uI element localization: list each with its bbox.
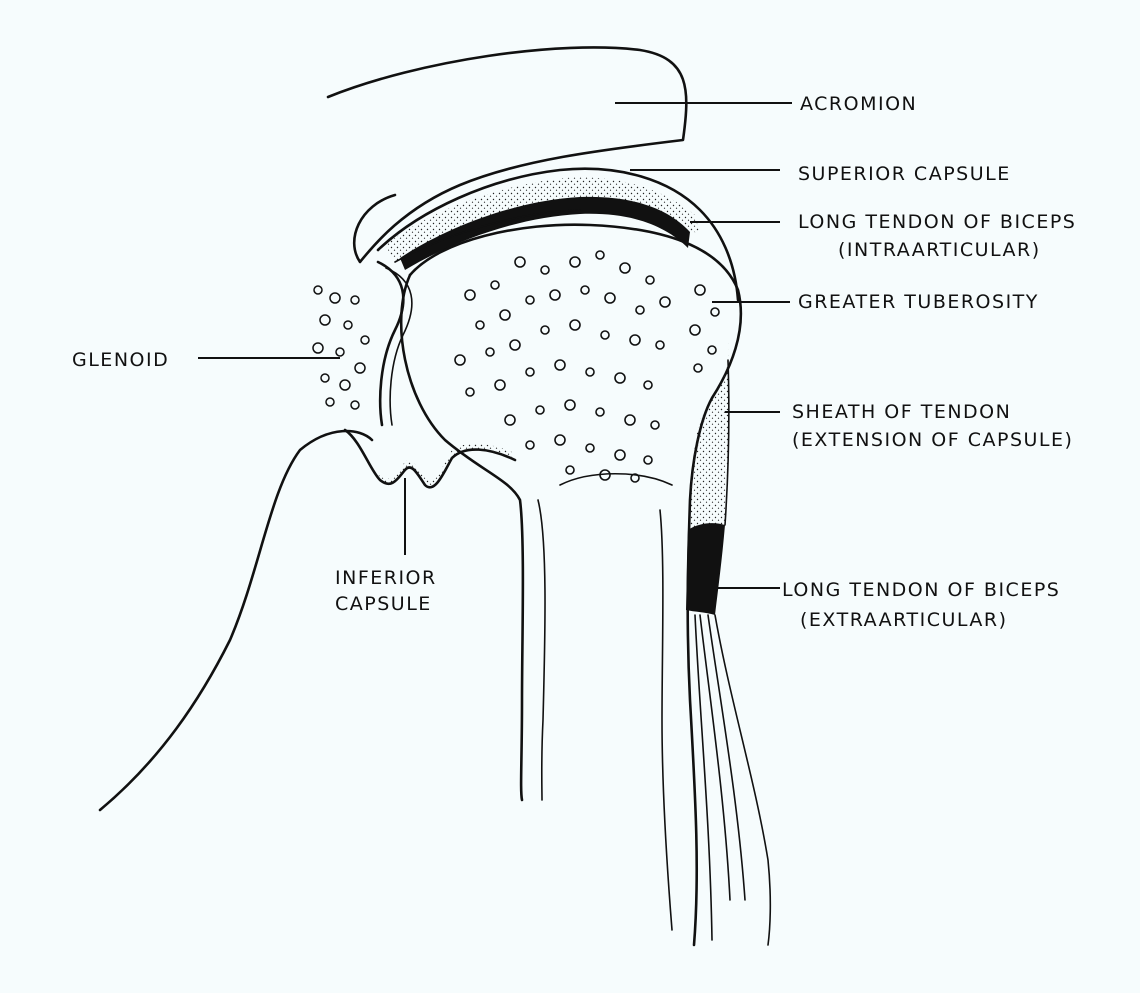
label-long-tendon-intra-line2: (INTRAARTICULAR): [838, 239, 1041, 261]
label-sheath-line2: (EXTENSION OF CAPSULE): [792, 429, 1073, 451]
label-inferior-capsule-line1: INFERIOR: [335, 567, 437, 589]
label-long-tendon-extra-line2: (EXTRAARTICULAR): [800, 609, 1008, 631]
label-inferior-capsule-line2: CAPSULE: [335, 593, 432, 615]
label-sheath-line1: SHEATH OF TENDON: [792, 401, 1011, 423]
label-acromion: ACROMION: [800, 93, 917, 115]
tendon-sheath-shape: [690, 340, 730, 530]
glenoid-texture: [313, 286, 369, 409]
label-long-tendon-extra-line1: LONG TENDON OF BICEPS: [782, 579, 1060, 601]
label-greater-tuberosity: GREATER TUBEROSITY: [798, 291, 1039, 313]
extraarticular-tendon-shape: [686, 523, 770, 945]
label-superior-capsule: SUPERIOR CAPSULE: [798, 163, 1011, 185]
label-glenoid: GLENOID: [72, 349, 169, 371]
label-long-tendon-intra-line1: LONG TENDON OF BICEPS: [798, 211, 1076, 233]
